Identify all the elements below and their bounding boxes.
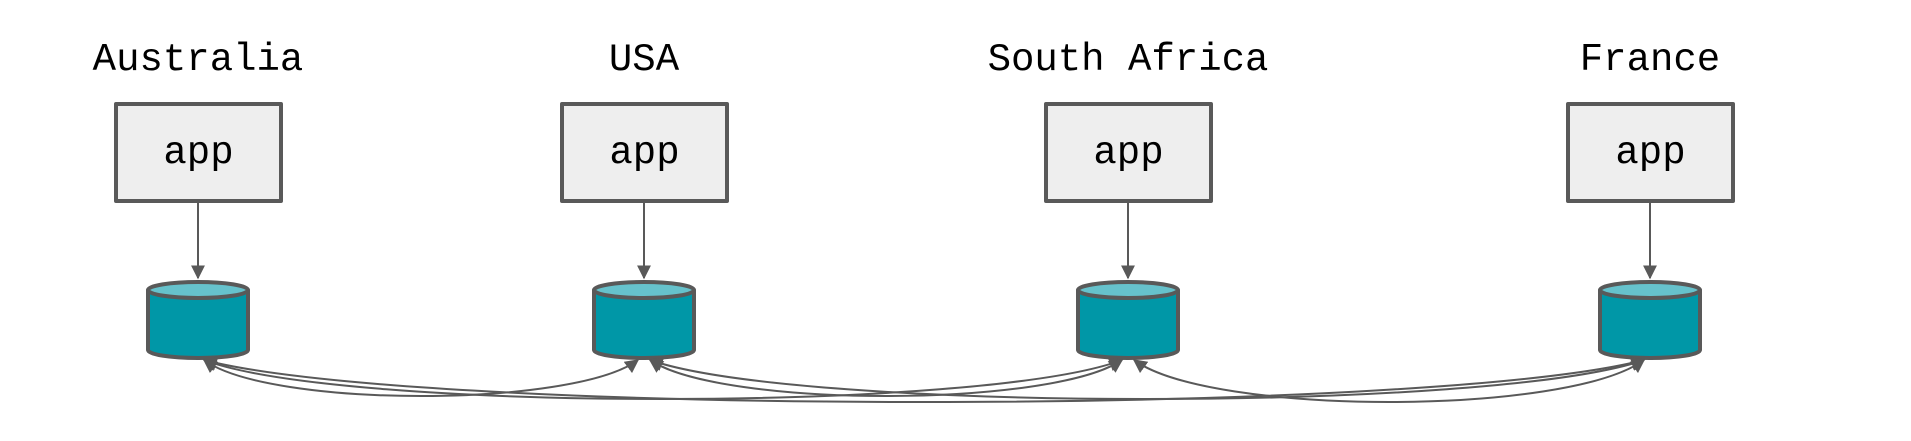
replication-link bbox=[1132, 359, 1646, 403]
region-france: France app bbox=[1500, 0, 1800, 441]
app-node[interactable]: app bbox=[1044, 102, 1213, 203]
region-label: Australia bbox=[92, 38, 304, 82]
replication-link bbox=[648, 357, 1646, 400]
region-usa: USA app bbox=[494, 0, 794, 441]
replication-link bbox=[648, 359, 1124, 397]
database-icon bbox=[1598, 280, 1702, 360]
replication-link bbox=[202, 359, 640, 397]
replication-link bbox=[202, 356, 1646, 403]
region-label: South Africa bbox=[987, 38, 1269, 82]
region-label: France bbox=[1579, 38, 1721, 82]
app-node[interactable]: app bbox=[1566, 102, 1735, 203]
app-node[interactable]: app bbox=[560, 102, 729, 203]
database-icon bbox=[146, 280, 250, 360]
region-south-africa: South Africa app bbox=[978, 0, 1278, 441]
region-label: USA bbox=[608, 38, 680, 82]
app-node[interactable]: app bbox=[114, 102, 283, 203]
region-australia: Australia app bbox=[48, 0, 348, 441]
